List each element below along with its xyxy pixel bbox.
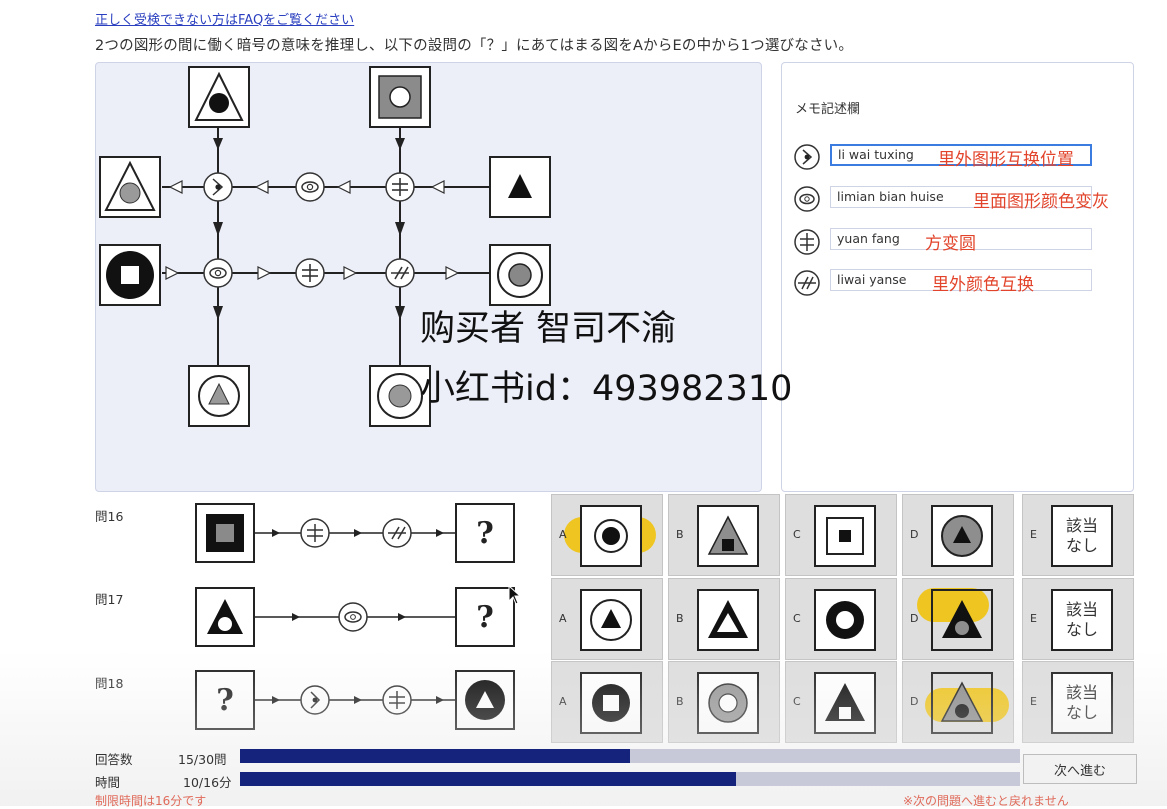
q16-option-a[interactable]: A: [551, 494, 663, 576]
question-label-16: 問16: [95, 509, 124, 524]
answered-progress-fill: [240, 749, 630, 763]
q17-given-figure: [195, 587, 255, 647]
grey-triangle-black-circle-icon: [940, 681, 984, 722]
watermark-line-1: 购买者 智司不渝: [420, 309, 677, 349]
grey-circle-black-triangle-icon: [941, 515, 983, 557]
black-circle-white-square-icon: [592, 684, 630, 722]
memo-note-4: 里外颜色互换: [932, 275, 1034, 295]
mouse-cursor-icon: [508, 585, 522, 605]
q16-unknown-figure: ?: [455, 503, 515, 563]
memo-input-2[interactable]: limian bian huise: [830, 186, 1092, 208]
question-label-17: 問17: [95, 592, 124, 607]
q17-option-c[interactable]: C: [785, 578, 897, 660]
circle-black-triangle-icon: [590, 599, 632, 641]
memo-input-3[interactable]: yuan fang: [830, 228, 1092, 250]
grey-triangle-black-square-icon: [707, 515, 749, 555]
time-progress-fill: [240, 772, 737, 786]
highlight-mark: [917, 588, 989, 622]
square-black-square-icon: [826, 517, 864, 555]
faq-link[interactable]: 正しく受検できない方はFAQをご覧ください: [95, 13, 355, 28]
q18-given-figure: [455, 670, 515, 730]
instruction-text: 2つの図形の間に働く暗号の意味を推理し、以下の設問の「？」にあてはまる図をAから…: [95, 38, 854, 54]
q18-option-b[interactable]: B: [668, 661, 780, 743]
code-dot-diamond: [203, 172, 233, 202]
answered-progress-bar: [240, 749, 1020, 763]
time-label: 時間: [95, 775, 121, 790]
q18-option-d[interactable]: D: [902, 661, 1014, 743]
double-slash-code-icon: [794, 270, 820, 296]
time-progress-bar: [240, 772, 1020, 786]
triangle-white-circle-icon: [207, 599, 243, 634]
time-limit-note: 制限時間は16分です: [95, 794, 207, 808]
dot-diamond-code-icon: [794, 144, 820, 170]
q16-option-e[interactable]: E 該当なし: [1022, 494, 1134, 576]
circle-black-circle-icon: [594, 519, 628, 553]
q18-unknown-figure: ?: [195, 670, 255, 730]
ring-icon: [826, 601, 864, 639]
triangle-grey-circle-icon: [942, 600, 982, 638]
equal-bar-code-icon: [794, 229, 820, 255]
memo-input-1[interactable]: li wai tuxing: [830, 144, 1092, 166]
q17-option-a[interactable]: A: [551, 578, 663, 660]
q18-option-a[interactable]: A: [551, 661, 663, 743]
q17-option-e[interactable]: E 該当なし: [1022, 578, 1134, 660]
q17-unknown-figure: ?: [455, 587, 515, 647]
memo-input-4[interactable]: liwai yanse: [830, 269, 1092, 291]
memo-title: メモ記述欄: [795, 102, 861, 117]
question-label-18: 問18: [95, 676, 124, 691]
grey-ring-icon: [708, 683, 748, 723]
black-square-grey-square-icon: [206, 514, 244, 552]
answered-value: 15/30問: [178, 752, 227, 767]
q16-given-figure: [195, 503, 255, 563]
triangle-white-square-icon: [825, 683, 865, 721]
memo-note-1: 里外图形互换位置: [938, 150, 1074, 170]
q18-option-c[interactable]: C: [785, 661, 897, 743]
q17-option-b[interactable]: B: [668, 578, 780, 660]
q17-option-d[interactable]: D: [902, 578, 1014, 660]
q16-option-d[interactable]: D: [902, 494, 1014, 576]
answered-label: 回答数: [95, 752, 133, 767]
no-return-note: ※次の問題へ進むと戻れません: [903, 794, 1069, 808]
memo-note-3: 方变圆: [925, 234, 976, 254]
watermark-line-2: 小红书id：493982310: [420, 369, 793, 409]
q16-option-b[interactable]: B: [668, 494, 780, 576]
q16-option-c[interactable]: C: [785, 494, 897, 576]
lens-code-icon: [794, 186, 820, 212]
black-circle-white-triangle-icon: [465, 680, 505, 720]
outline-triangle-icon: [708, 600, 748, 638]
q18-option-e[interactable]: E 該当なし: [1022, 661, 1134, 743]
memo-note-2: 里面图形颜色变灰: [973, 192, 1109, 212]
next-button[interactable]: 次へ進む: [1023, 754, 1137, 784]
time-value: 10/16分: [183, 775, 232, 790]
